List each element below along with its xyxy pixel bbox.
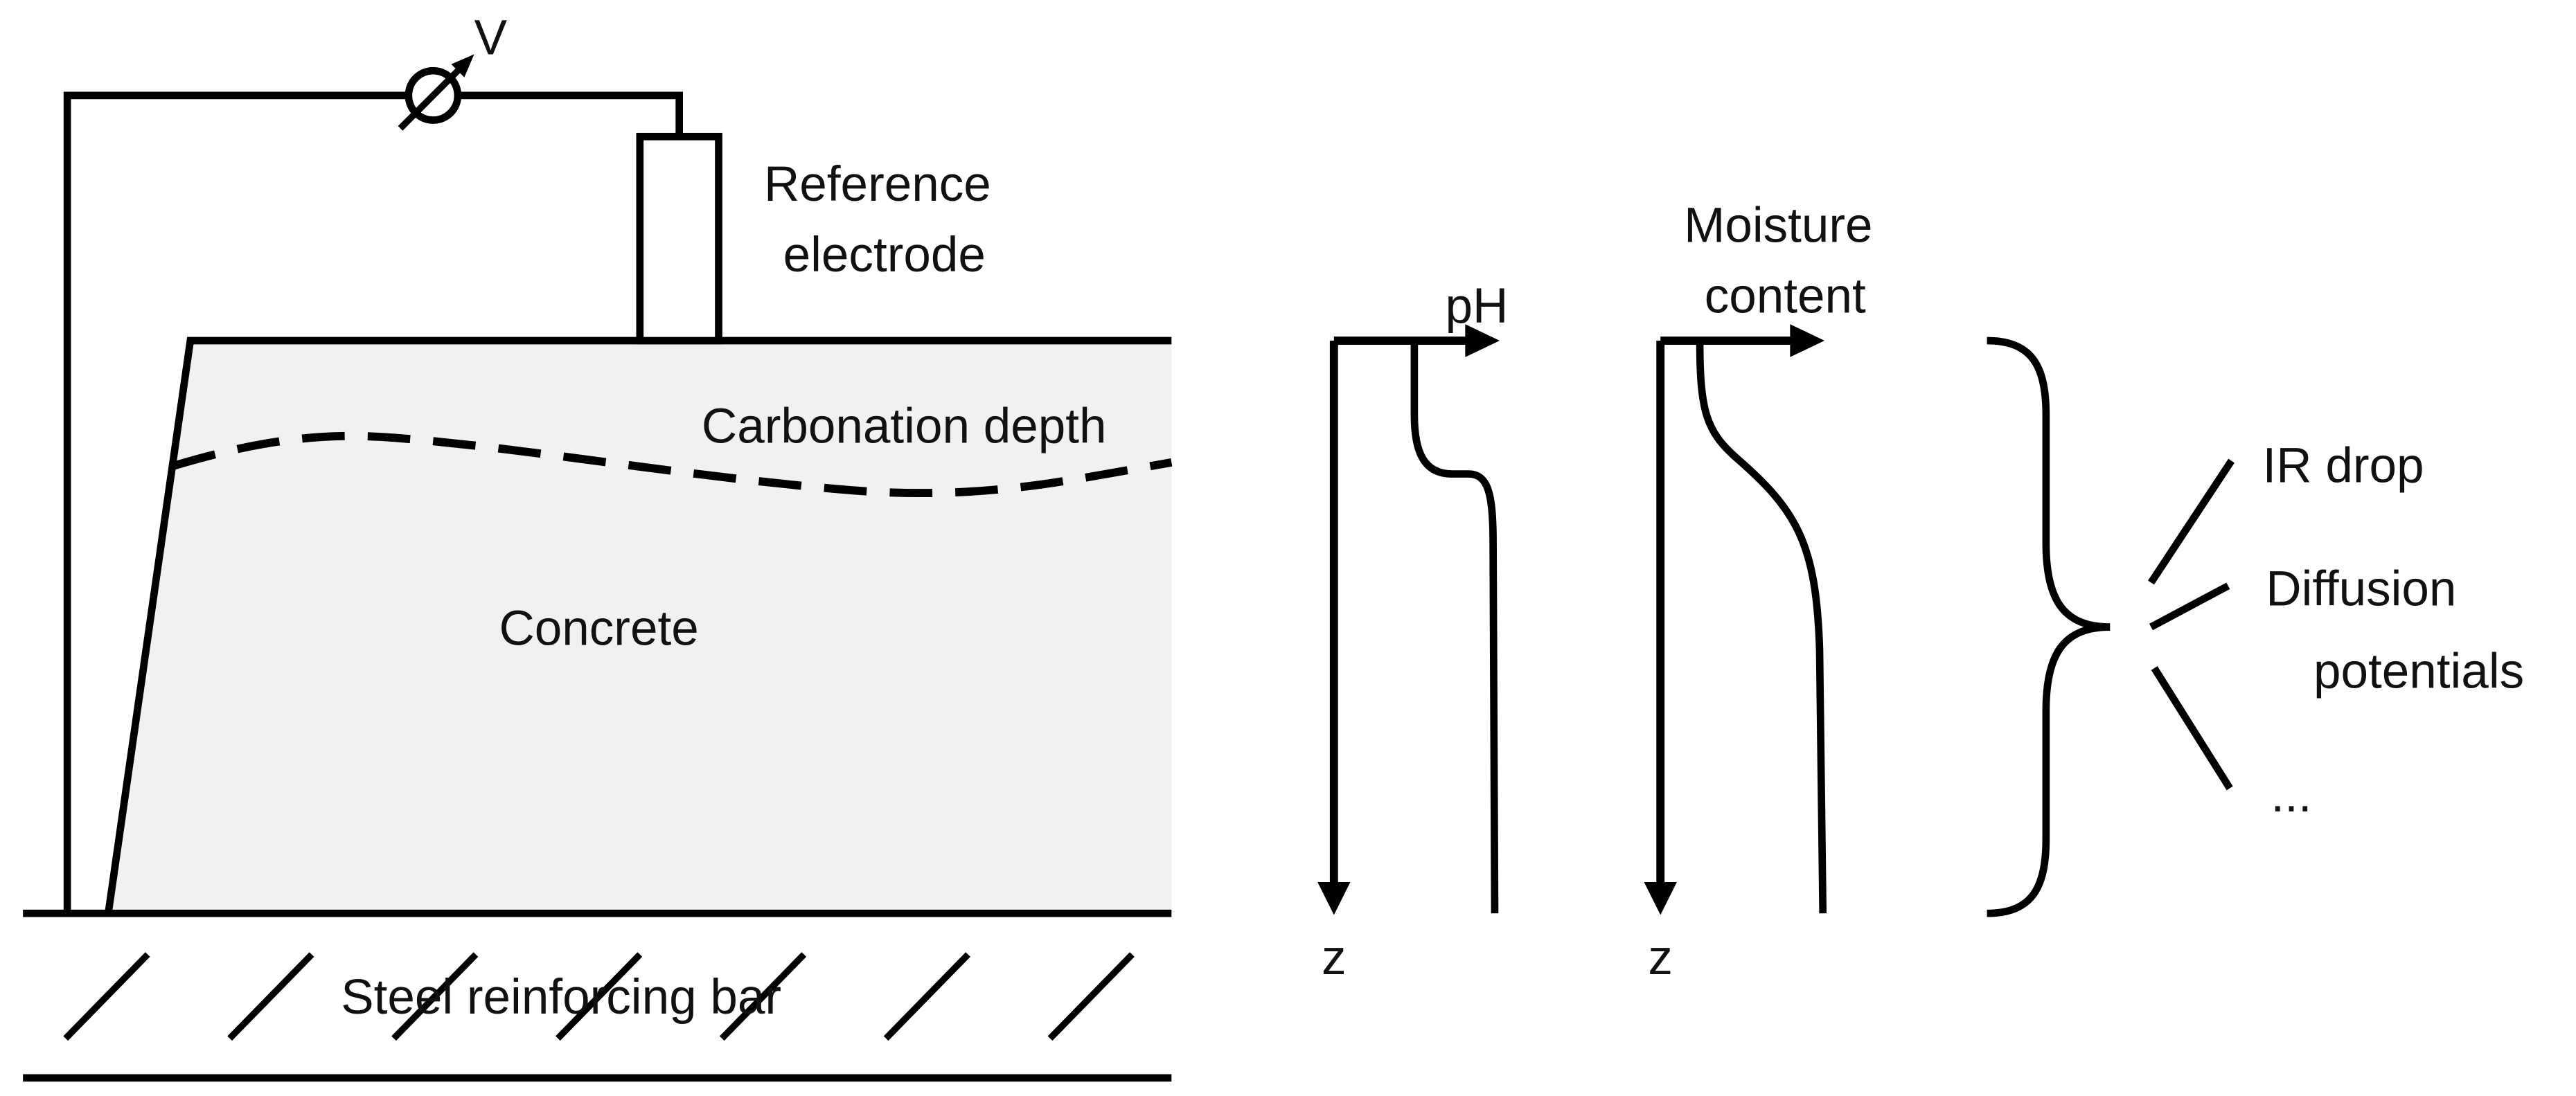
carbonation-front-line bbox=[172, 431, 1173, 498]
concrete-label: Concrete bbox=[499, 602, 698, 656]
ph-axis-label: pH bbox=[1445, 279, 1508, 334]
pointer-line-diffusion bbox=[2149, 582, 2230, 631]
ph-depth-axis-label: z bbox=[1322, 931, 1347, 985]
diffusion-potentials-label-line-1: Diffusion bbox=[2266, 562, 2456, 617]
concrete-block bbox=[108, 341, 1172, 914]
concrete-outline bbox=[105, 336, 1172, 914]
more-factors-ellipsis: ... bbox=[2271, 768, 2311, 823]
pointer-line-more bbox=[2151, 666, 2233, 791]
ir-drop-label: IR drop bbox=[2263, 438, 2424, 493]
measurement-setup: V Reference electrode Carbonation depth … bbox=[23, 10, 1173, 1082]
influencing-factors: IR drop Diffusion potentials ... bbox=[1987, 336, 2524, 917]
moisture-depth-axis-arrowhead bbox=[1644, 882, 1677, 915]
moisture-value-axis-arrowhead bbox=[1790, 324, 1825, 357]
reference-electrode-label-line-1: Reference bbox=[764, 157, 991, 212]
diffusion-potentials-label: Diffusion potentials bbox=[2266, 562, 2524, 699]
pointer-line-ir-drop bbox=[2148, 458, 2235, 585]
carbonation-depth-label: Carbonation depth bbox=[702, 399, 1107, 453]
moisture-axis-label: Moisture content bbox=[1684, 198, 1886, 323]
voltmeter-symbol-icon bbox=[398, 54, 474, 131]
reference-electrode-label-line-2: electrode bbox=[783, 228, 986, 282]
ph-profile-curve bbox=[1410, 341, 1499, 914]
curly-brace bbox=[1987, 336, 2111, 917]
voltmeter-label: V bbox=[474, 10, 508, 65]
moisture-depth-axis-label: z bbox=[1648, 931, 1673, 985]
ph-value-axis-arrowhead bbox=[1465, 324, 1500, 357]
moisture-profile-curve bbox=[1696, 341, 1827, 914]
steel-bar-hatching bbox=[63, 952, 1135, 1041]
ph-depth-axis-arrowhead bbox=[1317, 882, 1351, 915]
reference-electrode bbox=[636, 132, 722, 345]
moisture-axis-label-line-2: content bbox=[1705, 269, 1866, 323]
moisture-axis-label-line-1: Moisture bbox=[1684, 198, 1872, 253]
steel-bar-label: Steel reinforcing bar bbox=[341, 970, 781, 1025]
diffusion-potentials-label-line-2: potentials bbox=[2313, 644, 2524, 699]
measurement-wire bbox=[63, 91, 684, 914]
ph-profile: pH z bbox=[1317, 279, 1508, 985]
moisture-profile: Moisture content z bbox=[1644, 198, 1886, 985]
reference-electrode-label: Reference electrode bbox=[764, 157, 1005, 282]
